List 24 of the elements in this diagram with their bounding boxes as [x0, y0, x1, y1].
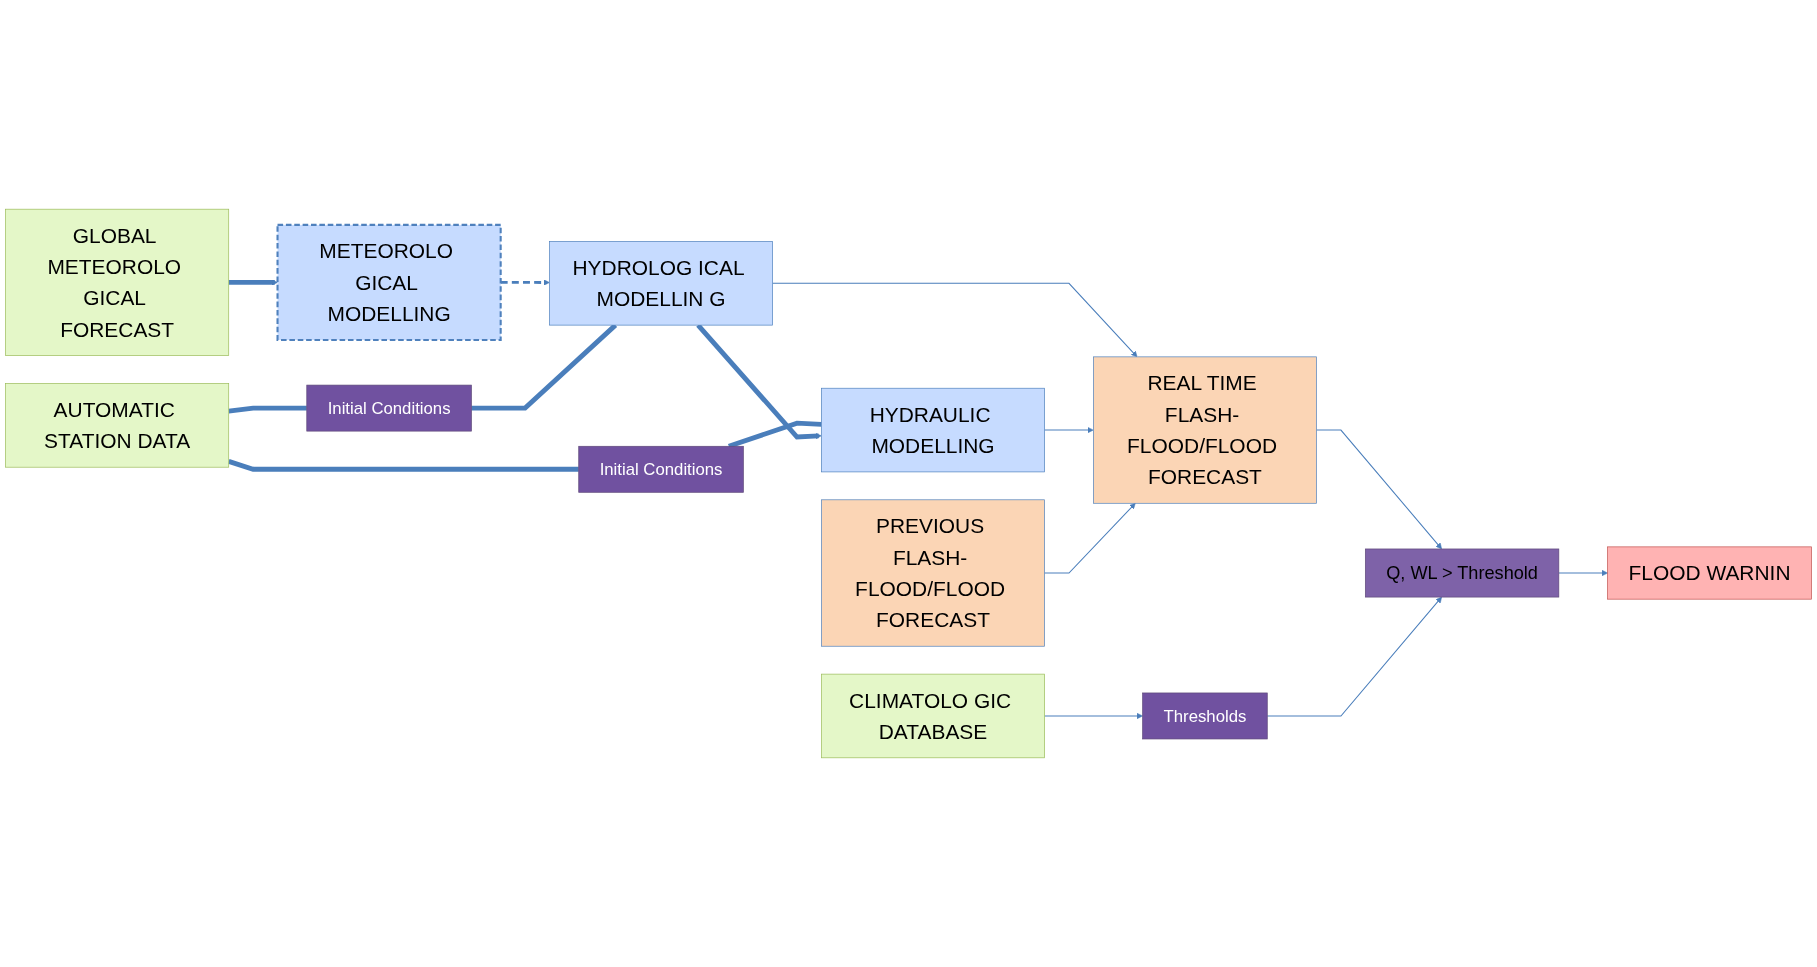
connector [228, 405, 307, 414]
arrow [1316, 429, 1442, 550]
arrow [500, 279, 550, 286]
node-box: Thresholds [1142, 692, 1268, 740]
arrow [228, 279, 278, 286]
arrow [1044, 503, 1136, 574]
node-box: GLOBAL METEOROLO GICAL FORECAST [5, 208, 230, 356]
node-box: PREVIOUS FLASH- FLOOD/FLOOD FORECAST [821, 499, 1045, 647]
node-box: REAL TIME FLASH- FLOOD/FLOOD FORECAST [1093, 356, 1317, 504]
arrow [1558, 569, 1608, 577]
node-box: HYDROLOG ICAL MODELLIN G [549, 241, 773, 326]
node-box: HYDRAULIC MODELLING [821, 387, 1045, 473]
arrow [772, 282, 1138, 358]
arrow [1044, 427, 1094, 434]
node-box: Initial Conditions [578, 445, 744, 493]
arrow [1266, 596, 1442, 717]
node-box: FLOOD WARNIN [1607, 546, 1812, 600]
node-box: AUTOMATIC STATION DATA [5, 383, 230, 468]
node-box: CLIMATOLO GIC DATABASE [821, 673, 1045, 759]
arrow [1044, 712, 1143, 720]
node-box: METEOROLO GICAL MODELLING [276, 223, 502, 341]
node-box: Q, WL > Threshold [1365, 548, 1560, 598]
node-box: Initial Conditions [306, 384, 472, 432]
connector [227, 459, 579, 472]
